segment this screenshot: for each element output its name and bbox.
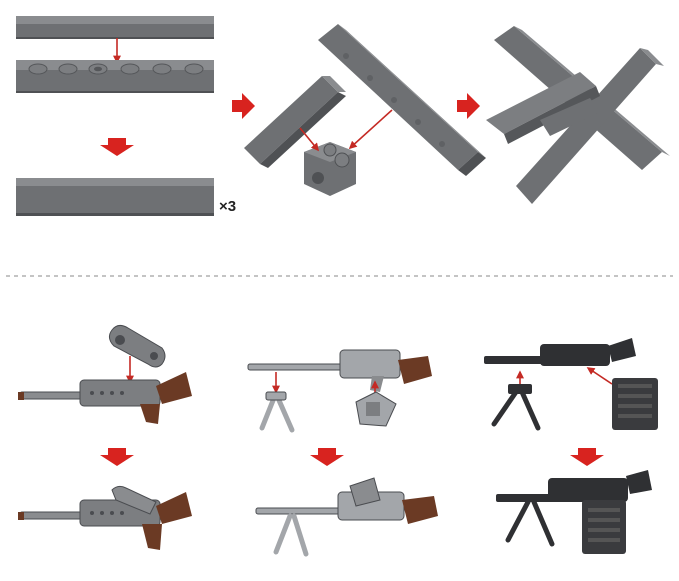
machine-gun-3-assembled bbox=[496, 470, 652, 554]
machine-gun-2-parts bbox=[247, 349, 432, 433]
machine-gun-1-parts bbox=[18, 324, 192, 424]
long-tile-diagonal bbox=[318, 24, 486, 176]
quantity-multiplier: ×3 bbox=[219, 198, 236, 215]
plate-with-studs bbox=[16, 60, 214, 93]
plate-tile bbox=[16, 16, 214, 39]
red-down-arrow-icon bbox=[570, 448, 604, 466]
red-down-arrow-icon bbox=[310, 448, 344, 466]
red-down-arrow-icon bbox=[100, 448, 134, 466]
guide-arrow bbox=[348, 109, 393, 150]
machine-gun-3-parts bbox=[484, 338, 658, 431]
red-down-arrow-icon bbox=[100, 138, 134, 156]
assembled-hedgehog bbox=[486, 26, 670, 204]
short-tile-diagonal bbox=[244, 76, 346, 168]
guide-arrow bbox=[299, 127, 320, 152]
machine-gun-2-assembled bbox=[255, 477, 438, 557]
red-arrow-icon bbox=[457, 93, 480, 119]
assembled-tile bbox=[16, 178, 214, 216]
machine-gun-1-assembled bbox=[18, 485, 192, 550]
red-arrow-icon bbox=[232, 93, 255, 119]
stud-connector-brick bbox=[304, 142, 356, 196]
